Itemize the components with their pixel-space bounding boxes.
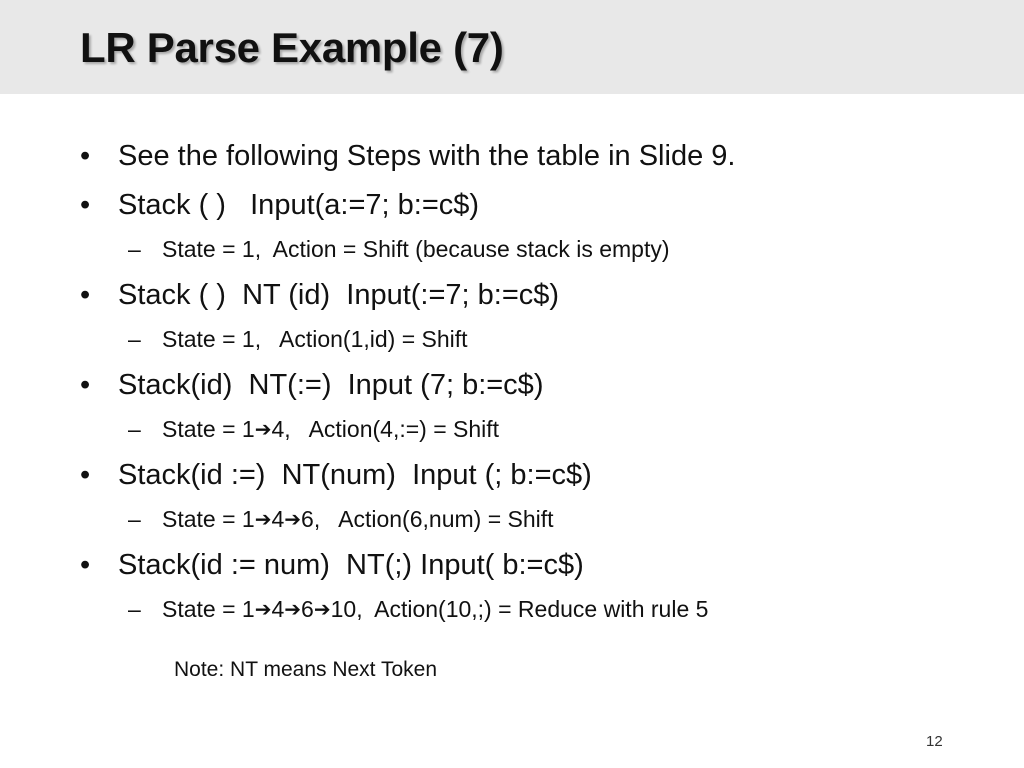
state-prefix: State = 1 [162, 416, 255, 442]
sub-bullet-marker: – [128, 506, 141, 532]
sub-bullet-item: – State = 1, Action(1,id) = Shift [128, 324, 468, 444]
right-arrow-icon: ➔ [284, 597, 302, 621]
bullet-marker: • [80, 549, 91, 581]
bullet-text: Stack ( ) NT (id) Input(:=7; b:=c$) [118, 279, 560, 311]
sub-bullet-item: – State = 1➔4, Action(4,:=) = Shift [128, 414, 499, 534]
right-arrow-icon: ➔ [313, 597, 331, 621]
sub-bullet-item: – State = 1➔4➔6, Action(6,num) = Shift [128, 504, 554, 624]
right-arrow-icon: ➔ [254, 417, 272, 441]
bullet-text: Stack(id := num) NT(;) Input( b:=c$) [118, 549, 584, 581]
sub-bullet-item: – State = 1, Action = Shift (because sta… [128, 234, 670, 354]
sub-bullet-marker: – [128, 416, 141, 442]
bullet-text: Stack(id) NT(:=) Input (7; b:=c$) [118, 369, 544, 401]
right-arrow-icon: ➔ [284, 507, 302, 531]
sub-bullet-marker: – [128, 236, 141, 262]
action-text: Action(6,num) = Shift [320, 506, 554, 532]
state-value: 6 [301, 596, 314, 622]
state-value: 6, [301, 506, 321, 532]
bullet-item: • Stack ( ) Input(a:=7; b:=c$) [80, 187, 479, 331]
slide-title: LR Parse Example (7) [80, 24, 504, 71]
right-arrow-icon: ➔ [254, 597, 272, 621]
sub-bullet-marker: – [128, 326, 141, 352]
sub-bullet-text: State = 1➔4, Action(4,:=) = Shift [162, 414, 499, 445]
footnote: Note: NT means Next Token [174, 658, 438, 681]
bullet-marker: • [80, 459, 91, 491]
sub-bullet-marker: – [128, 596, 141, 622]
sub-bullet-text: State = 1, Action = Shift (because stack… [162, 234, 670, 264]
state-prefix: State = 1, Action = Shift (because stack… [162, 236, 670, 262]
page-number: 12 [926, 733, 943, 750]
bullet-item: • Stack(id := num) NT(;) Input( b:=c$) [80, 547, 584, 691]
state-value: 4 [271, 506, 285, 532]
bullet-marker: • [80, 140, 91, 172]
bullet-marker: • [80, 369, 91, 401]
bullet-item: • Stack(id) NT(:=) Input (7; b:=c$) [80, 367, 543, 511]
state-prefix: State = 1, Action(1,id) = Shift [162, 326, 468, 352]
state-value: 4, [271, 416, 291, 442]
bullet-item: • Stack(id :=) NT(num) Input (; b:=c$) [80, 457, 592, 601]
right-arrow-icon: ➔ [254, 507, 272, 531]
action-text: Action(4,:=) = Shift [290, 416, 500, 442]
bullet-item: • See the following Steps with the table… [80, 138, 735, 282]
state-prefix: State = 1 [162, 596, 255, 622]
sub-bullet-text: State = 1, Action(1,id) = Shift [162, 324, 468, 354]
sub-bullet-text: State = 1➔4➔6, Action(6,num) = Shift [162, 504, 554, 535]
action-text: Action(10,;) = Reduce with rule 5 [362, 596, 709, 622]
sub-bullet-item: – State = 1➔4➔6➔10, Action(10,;) = Reduc… [128, 594, 708, 714]
bullet-marker: • [80, 189, 91, 221]
bullet-marker: • [80, 279, 91, 311]
bullet-text: See the following Steps with the table i… [118, 140, 736, 172]
state-value: 4 [271, 596, 285, 622]
bullet-item: • Stack ( ) NT (id) Input(:=7; b:=c$) [80, 277, 559, 421]
state-prefix: State = 1 [162, 506, 255, 532]
bullet-text: Stack(id :=) NT(num) Input (; b:=c$) [118, 459, 592, 491]
title-band [0, 0, 1024, 94]
state-value: 10, [330, 596, 363, 622]
sub-bullet-text: State = 1➔4➔6➔10, Action(10,;) = Reduce … [162, 594, 708, 625]
bullet-text: Stack ( ) Input(a:=7; b:=c$) [118, 189, 480, 221]
